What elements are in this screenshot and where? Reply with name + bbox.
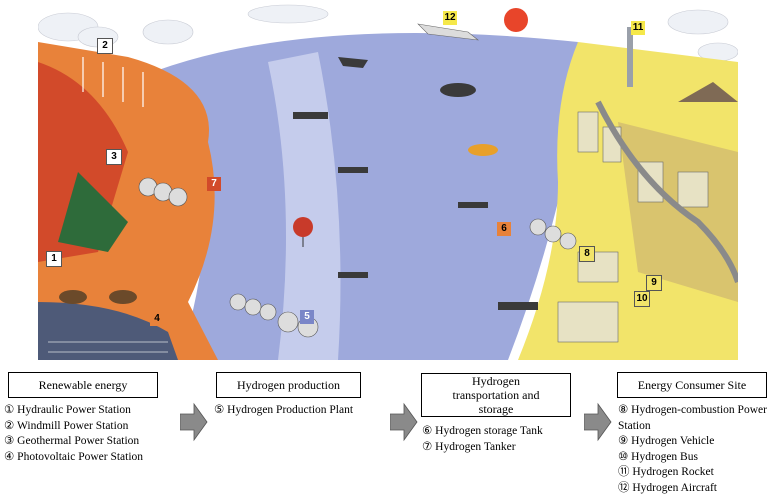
stage-energy-consumer-list: ⑧ Hydrogen-combustion Power Station ⑨ Hy… [618,403,768,496]
stage-hydrogen-transport-list: ⑥ Hydrogen storage Tank ⑦ Hydrogen Tanke… [422,424,543,455]
stage-renewable-energy-list: ① Hydraulic Power Station ② Windmill Pow… [4,403,143,465]
list-item: ⑨ Hydrogen Vehicle [618,435,715,447]
list-item: ⑦ Hydrogen Tanker [422,440,516,453]
aircraft-icon [417,23,480,41]
list-item: ③ Geothermal Power Station [4,435,140,447]
cloud-icon [38,4,738,62]
list-item: ⑥ Hydrogen storage Tank [422,425,543,437]
arrow-right-icon [584,402,612,442]
list-item: ② Windmill Power Station [4,419,129,432]
scene-marker-6: 6 [497,222,511,236]
list-item: ⑫ Hydrogen Aircraft [618,481,717,494]
list-item: ⑤ Hydrogen Production Plant [214,404,354,416]
arrow-right-icon [390,402,418,442]
helicopter-icon [468,144,498,156]
list-item: ⑩ Hydrogen Bus [618,450,698,463]
scene-marker-12: 12 [443,11,457,25]
balloon-icon [293,217,313,237]
scene-marker-5: 5 [300,310,314,324]
scene-marker-7: 7 [207,177,221,191]
scene-marker-4: 4 [150,312,164,326]
rocket-icon [627,27,633,87]
stage-hydrogen-transport-title: Hydrogen transportation and storage [421,373,571,417]
scene-marker-8: 8 [579,246,595,262]
list-item: ④ Photovoltaic Power Station [4,450,144,463]
scene-marker-3: 3 [106,149,122,165]
hydrogen-society-illustration [38,2,738,360]
arrow-right-icon [180,402,208,442]
stage-hydrogen-production-title: Hydrogen production [216,372,361,398]
list-item: ① Hydraulic Power Station [4,404,131,416]
scene-marker-2: 2 [97,38,113,54]
scene-marker-10: 10 [634,291,650,307]
list-item: ⑧ Hydrogen-combustion Power Station [618,404,767,432]
stage-hydrogen-production-list: ⑤ Hydrogen Production Plant [214,403,353,419]
stage-renewable-energy-title: Renewable energy [8,372,158,398]
whale-icon [440,83,476,97]
scene-marker-9: 9 [646,275,662,291]
list-item: ⑪ Hydrogen Rocket [618,466,714,478]
scene-marker-11: 11 [631,21,645,35]
camel-icon [59,290,137,304]
stage-energy-consumer-title: Energy Consumer Site [617,372,767,398]
scene-marker-1: 1 [46,251,62,267]
sun-icon [504,8,528,32]
